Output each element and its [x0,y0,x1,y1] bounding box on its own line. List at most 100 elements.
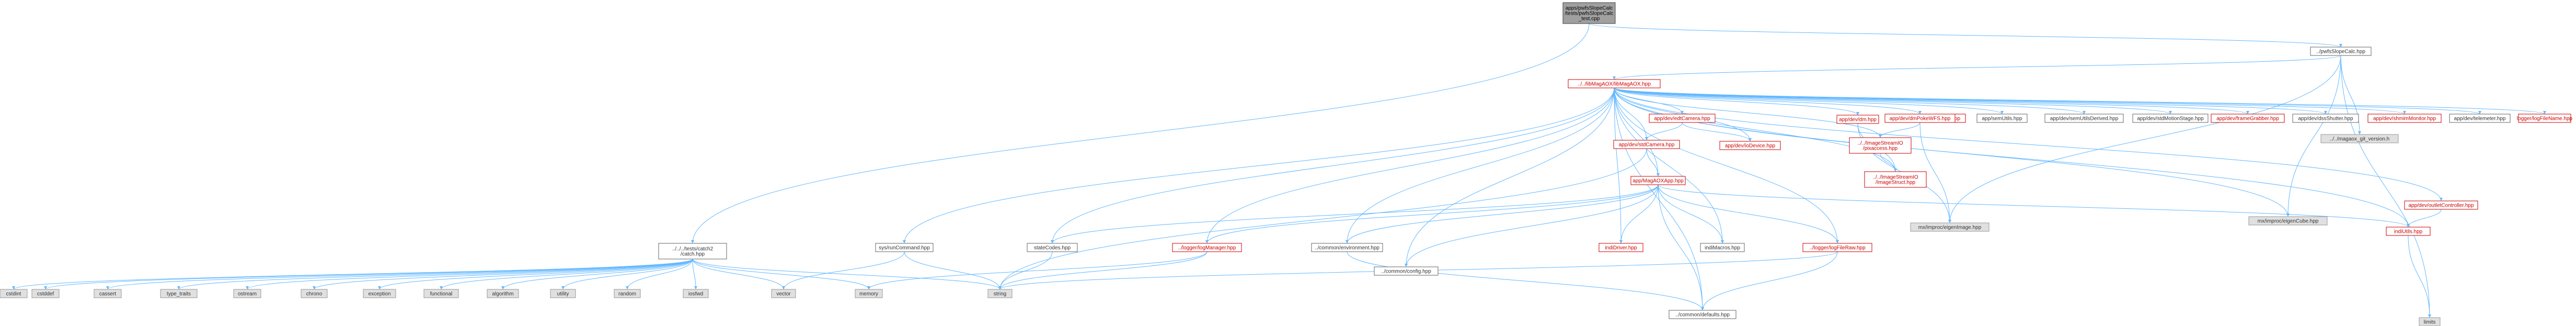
node-box-iodevice[interactable] [1719,141,1781,150]
node-sysruncmd[interactable]: sys/runCommand.hpp [875,243,934,252]
node-shmimmonitor2[interactable]: app/dev/shmimMonitor.hpp [2367,114,2442,123]
node-box-eigenimage[interactable] [1910,222,1990,232]
node-box-telemeter[interactable] [2449,114,2511,123]
node-box-functional[interactable] [423,289,459,298]
node-box-logfileraw[interactable] [1802,243,1872,252]
node-cassert[interactable]: cassert [94,289,122,298]
node-string[interactable]: string [987,289,1013,298]
node-box-semutils[interactable] [1976,114,2028,123]
node-indidriver[interactable]: indiDriver.hpp [1598,243,1643,252]
node-box-indidriver[interactable] [1598,243,1643,252]
node-cstddef[interactable]: cstddef [31,289,60,298]
node-logfileraw[interactable]: ../logger/logFileRaw.hpp [1802,243,1872,252]
node-box-devdm[interactable] [1836,115,1879,124]
node-box-pixaccess[interactable] [1849,137,1912,154]
node-ostream[interactable]: ostream [233,289,261,298]
node-box-algorithm[interactable] [487,289,519,298]
node-pwfs[interactable]: ../pwfsSlopeCalc.hpp [2310,47,2372,56]
node-indiutils[interactable]: indiUtils.hpp [2386,227,2431,236]
node-pixaccess[interactable]: ../../ImageStreamIO/pixaccess.hpp [1849,137,1912,154]
node-box-config[interactable] [1374,266,1439,276]
node-edtcamera[interactable]: app/dev/edtCamera.hpp [1649,114,1716,123]
node-random[interactable]: random [614,289,641,298]
node-box-framegrabber[interactable] [2211,114,2285,123]
node-box-gitver[interactable] [2320,134,2399,143]
node-box-limits[interactable] [2419,317,2441,326]
node-box-stdcamera[interactable] [1613,140,1680,149]
node-statecodes[interactable]: stateCodes.hpp [1027,243,1078,252]
node-box-statecodes[interactable] [1027,243,1078,252]
node-box-outletctrl[interactable] [2404,200,2478,210]
node-box-eigencube[interactable] [2248,216,2328,226]
node-devdm[interactable]: app/dev/dm.hpp [1836,115,1879,124]
node-eigenimage[interactable]: mx/improc/eigenImage.hpp [1910,222,1990,232]
node-box-cstddef[interactable] [31,289,60,298]
node-memory[interactable]: memory [855,289,883,298]
node-box-indiutils[interactable] [2386,227,2431,236]
node-box-shmimmonitor2[interactable] [2367,114,2442,123]
node-algorithm[interactable]: algorithm [487,289,519,298]
node-box-root[interactable] [1562,2,1616,24]
node-box-ostream[interactable] [233,289,261,298]
node-box-libmagaox[interactable] [1568,79,1661,88]
node-box-stdmotion[interactable] [2132,114,2209,123]
node-root[interactable]: apps/pwfsSlopeCalc/tests/pwfsSlopeCalc_t… [1562,2,1616,24]
node-box-iosfwd[interactable] [683,289,709,298]
node-box-semutilsderived[interactable] [2044,114,2124,123]
node-functional[interactable]: functional [423,289,459,298]
node-box-sysruncmd[interactable] [875,243,934,252]
node-iosfwd[interactable]: iosfwd [683,289,709,298]
node-box-cassert[interactable] [94,289,122,298]
node-box-pwfs[interactable] [2310,47,2372,56]
node-logmanager[interactable]: ../logger/logManager.hpp [1172,243,1242,252]
node-telemeter[interactable]: app/dev/telemeter.hpp [2449,114,2511,123]
node-box-magaoxapp[interactable] [1630,176,1686,185]
node-cstdint[interactable]: cstdint [0,289,28,298]
node-dssshutter[interactable]: app/dev/dssShutter.hpp [2292,114,2359,123]
node-config[interactable]: ../common/config.hpp [1374,266,1439,276]
node-box-random[interactable] [614,289,641,298]
node-dmpokewfs[interactable]: app/dev/dmPokeWFS.hpp [1884,114,1956,123]
node-outletctrl[interactable]: app/dev/outletController.hpp [2404,200,2478,210]
node-box-dssshutter[interactable] [2292,114,2359,123]
node-box-exception[interactable] [363,289,396,298]
node-vector[interactable]: vector [771,289,796,298]
node-box-environment[interactable] [1311,243,1383,252]
node-box-defaults[interactable] [1669,310,1736,319]
node-logfilename[interactable]: logger/logFileName.hpp [2517,114,2573,123]
node-box-dmpokewfs[interactable] [1884,114,1956,123]
node-stdcamera[interactable]: app/dev/stdCamera.hpp [1613,140,1680,149]
node-imagestruct[interactable]: ../../ImageStreamIO/ImageStruct.hpp [1864,171,1927,188]
node-catch[interactable]: ../../../tests/catch2/catch.hpp [658,243,727,260]
node-indimacros[interactable]: indiMacros.hpp [1700,243,1745,252]
node-exception[interactable]: exception [363,289,396,298]
node-box-vector[interactable] [771,289,796,298]
node-limits[interactable]: limits [2419,317,2441,326]
node-gitver[interactable]: ../../magaox_git_version.h [2320,134,2399,143]
node-typetraits[interactable]: type_traits [160,289,198,298]
node-box-logfilename[interactable] [2518,114,2571,123]
node-box-indimacros[interactable] [1700,243,1745,252]
node-utility[interactable]: utility [550,289,576,298]
node-environment[interactable]: ../common/environment.hpp [1311,243,1383,252]
node-box-utility[interactable] [550,289,576,298]
node-box-cstdint[interactable] [0,289,28,298]
node-defaults[interactable]: ../common/defaults.hpp [1669,310,1736,319]
node-chrono[interactable]: chrono [301,289,328,298]
node-box-typetraits[interactable] [160,289,198,298]
node-iodevice[interactable]: app/dev/ioDevice.hpp [1719,141,1781,150]
node-semutilsderived[interactable]: app/dev/semUtilsDerived.hpp [2044,114,2124,123]
node-box-string[interactable] [987,289,1013,298]
node-box-imagestruct[interactable] [1864,171,1927,188]
node-box-catch[interactable] [658,243,727,260]
node-box-memory[interactable] [855,289,883,298]
node-box-chrono[interactable] [301,289,328,298]
node-libmagaox[interactable]: ../../libMagAOX/libMagAOX.hpp [1568,79,1661,88]
node-framegrabber[interactable]: app/dev/frameGrabber.hpp [2211,114,2285,123]
node-box-edtcamera[interactable] [1649,114,1716,123]
node-magaoxapp[interactable]: app/MagAOXApp.hpp [1630,176,1686,185]
node-box-logmanager[interactable] [1172,243,1242,252]
node-stdmotion[interactable]: app/dev/stdMotionStage.hpp [2132,114,2209,123]
node-semutils[interactable]: app/semUtils.hpp [1976,114,2028,123]
node-eigencube[interactable]: mx/improc/eigenCube.hpp [2248,216,2328,226]
